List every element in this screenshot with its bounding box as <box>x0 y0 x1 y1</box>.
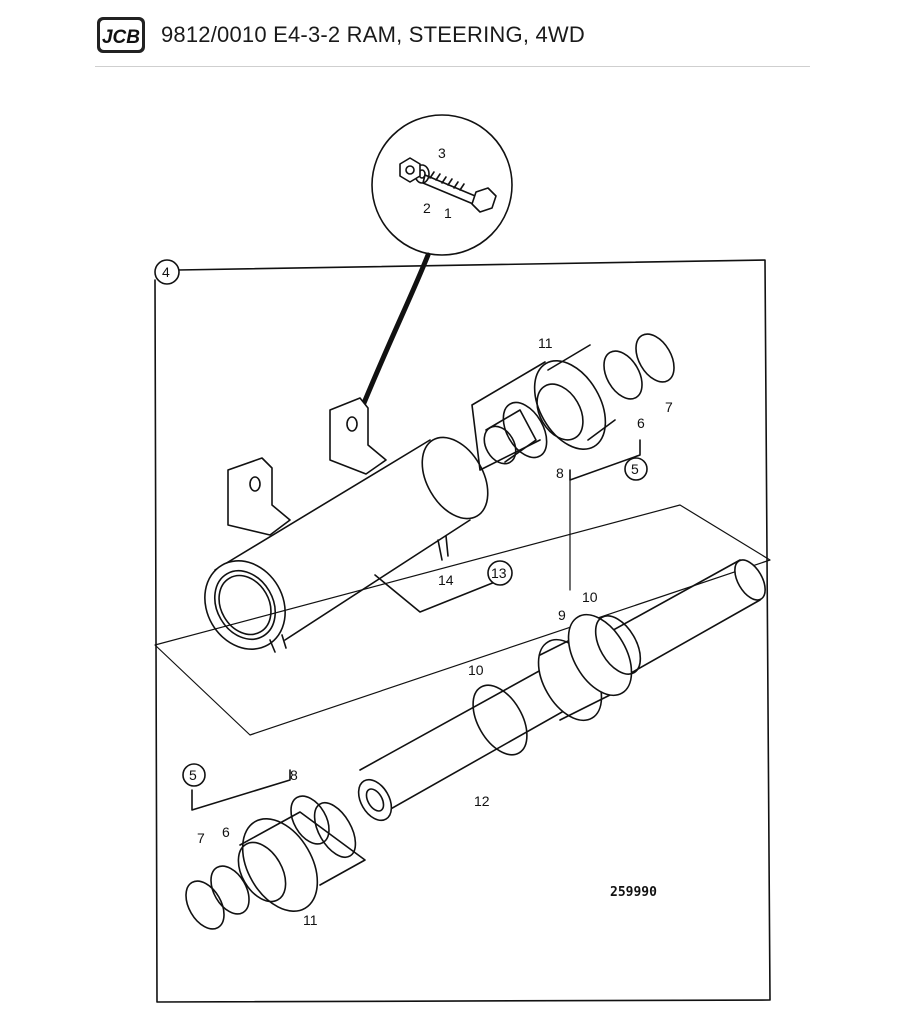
brand-text: JCB <box>102 27 140 48</box>
assembly-frame <box>154 259 771 1003</box>
label-5-lower: 5 <box>189 767 197 783</box>
mounting-bracket-right <box>329 397 387 475</box>
bolt-detail <box>399 157 497 213</box>
nipple-leader <box>374 574 501 613</box>
label-7-upper: 7 <box>665 399 673 415</box>
label-5-upper: 5 <box>631 461 639 477</box>
label-10-upper: 10 <box>582 589 598 605</box>
label-6-upper: 6 <box>637 415 645 431</box>
label-11-lower: 11 <box>303 912 318 928</box>
label-10-lower: 10 <box>468 662 484 678</box>
lower-gland-group <box>182 763 366 930</box>
label-13: 13 <box>491 565 507 581</box>
label-1: 1 <box>444 205 452 221</box>
label-11-upper: 11 <box>538 335 553 351</box>
callout-circle-4 <box>154 259 180 285</box>
jcb-logo: JCB <box>97 17 145 53</box>
label-4: 4 <box>162 264 170 280</box>
page-title: 9812/0010 E4-3-2 RAM, STEERING, 4WD <box>161 22 585 47</box>
label-6-lower: 6 <box>222 824 230 840</box>
detail-leader <box>352 252 431 428</box>
label-7-lower: 7 <box>197 830 205 846</box>
detail-circle <box>371 114 513 256</box>
rod-plane <box>154 504 771 736</box>
cylinder-barrel <box>204 436 489 653</box>
mounting-bracket-left <box>227 457 291 536</box>
label-2: 2 <box>423 200 431 216</box>
callout-circle-13 <box>487 560 513 586</box>
drawing-reference-number: 259990 <box>610 885 657 900</box>
label-3: 3 <box>438 145 446 161</box>
label-8-lower: 8 <box>290 767 298 783</box>
label-9: 9 <box>558 607 566 623</box>
upper-gland-group <box>471 333 675 481</box>
label-8-upper: 8 <box>556 465 564 481</box>
part-labels: 1 2 3 4 5 6 7 8 11 13 14 9 10 10 12 5 8 … <box>162 145 673 928</box>
label-14: 14 <box>438 572 454 588</box>
piston-rod <box>357 559 766 822</box>
page-header: JCB 9812/0010 E4-3-2 RAM, STEERING, 4WD <box>95 12 810 67</box>
label-12: 12 <box>474 793 490 809</box>
